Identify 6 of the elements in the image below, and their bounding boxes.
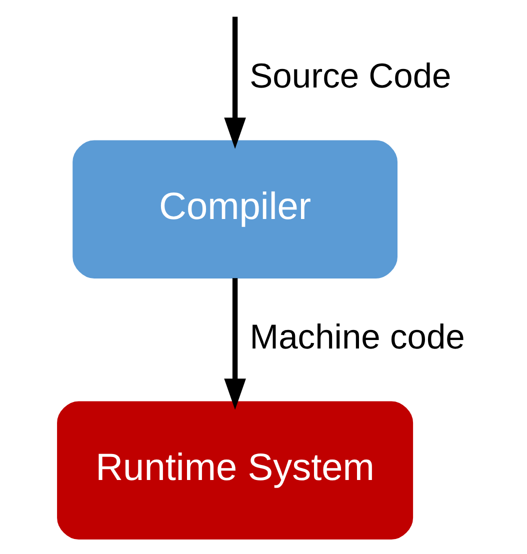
node-box: Compiler	[72, 140, 397, 278]
node-box: Runtime System	[56, 401, 413, 540]
edge-label: Machine code	[249, 318, 464, 356]
arrow	[224, 278, 246, 410]
arrow	[224, 16, 246, 149]
edge-label: Source Code	[249, 58, 451, 96]
